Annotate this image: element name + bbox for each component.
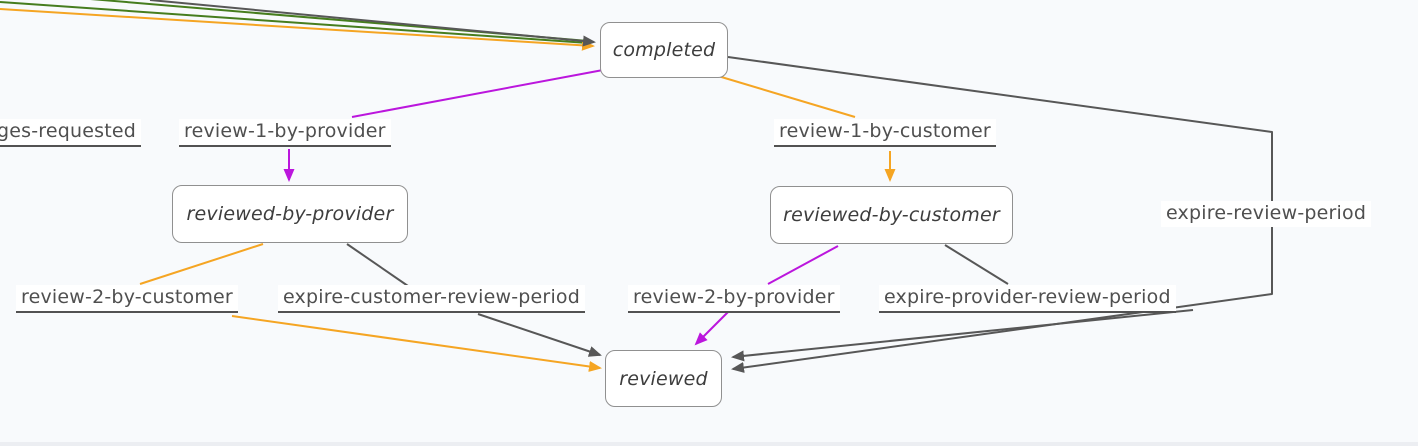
transition-label-review-2-by-customer[interactable]: review-2-by-customer xyxy=(16,285,238,313)
edge-into-completed-gray xyxy=(149,0,596,47)
edge-review-2-by-provider-to-reviewed xyxy=(694,310,730,346)
edge-into-completed-green-b xyxy=(0,1,589,44)
transition-label-expire-provider-review-period[interactable]: expire-provider-review-period xyxy=(879,285,1176,313)
transition-label-changes-requested[interactable]: changes-requested xyxy=(0,119,142,147)
transition-label-review-1-by-customer[interactable]: review-1-by-customer xyxy=(774,119,996,147)
edge-expire-provider-review-period-to-reviewed xyxy=(731,309,1194,362)
state-node-reviewed[interactable]: reviewed xyxy=(605,350,722,407)
state-node-completed[interactable]: completed xyxy=(600,22,728,78)
edge-completed-to-review-1-by-customer xyxy=(707,72,856,118)
state-node-reviewed-by-customer[interactable]: reviewed-by-customer xyxy=(770,186,1013,244)
edge-into-completed-orange xyxy=(0,8,595,51)
transition-label-review-2-by-provider[interactable]: review-2-by-provider xyxy=(628,285,840,313)
edge-into-completed-green-a xyxy=(90,0,589,42)
edge-reviewed-by-customer-to-expire-provider-review-period xyxy=(944,244,1009,285)
transition-label-expire-review-period: expire-review-period xyxy=(1161,201,1372,227)
edge-expire-customer-review-period-to-reviewed xyxy=(477,313,602,357)
canvas-bottom-edge xyxy=(0,442,1418,446)
state-node-label: reviewed xyxy=(619,367,708,390)
edge-reviewed-by-provider-to-expire-customer-review-period xyxy=(346,243,409,287)
edge-review-2-by-customer-to-reviewed xyxy=(231,315,602,372)
state-node-reviewed-by-provider[interactable]: reviewed-by-provider xyxy=(172,185,408,243)
edge-reviewed-by-customer-to-review-2-by-provider xyxy=(767,245,839,285)
transition-label-expire-customer-review-period[interactable]: expire-customer-review-period xyxy=(278,285,586,313)
edge-completed-to-review-1-by-provider xyxy=(351,69,604,118)
transition-label-review-1-by-provider[interactable]: review-1-by-provider xyxy=(179,119,391,147)
state-node-label: reviewed-by-provider xyxy=(186,203,394,225)
edge-reviewed-by-provider-to-review-2-by-customer xyxy=(139,243,264,285)
state-node-label: reviewed-by-customer xyxy=(783,204,1000,226)
state-node-label: completed xyxy=(612,39,716,61)
